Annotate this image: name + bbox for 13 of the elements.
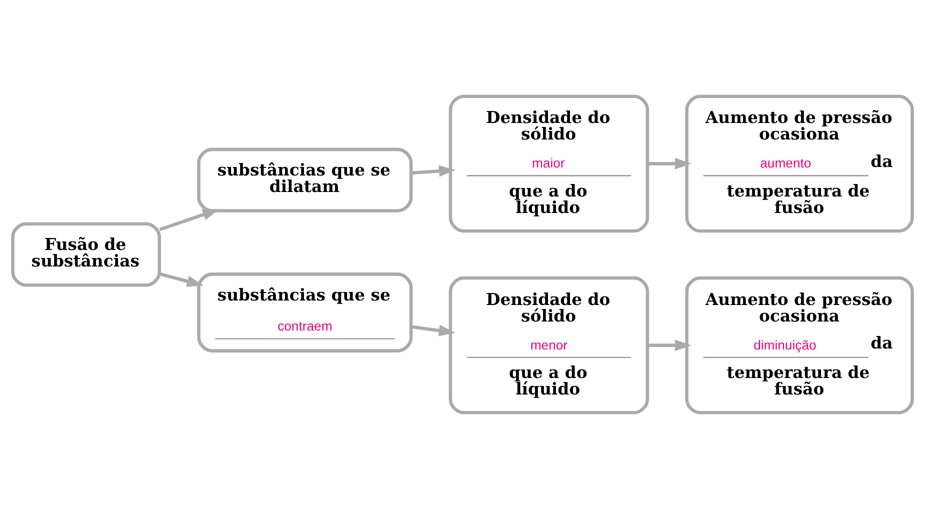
node-box: Fusão de substâncias [11, 222, 162, 287]
node-box: Aumento de pressão ocasiona diminuição da temperatura de fusão [685, 276, 914, 414]
arrow [159, 209, 220, 232]
arrow [411, 324, 456, 336]
node-box: substâncias que se dilatam [197, 148, 413, 212]
node-box: substâncias que se contraem [197, 272, 413, 352]
node-box: Densidade do sólido menor que a do líquido [448, 276, 650, 414]
arrow [648, 340, 692, 352]
arrow [648, 158, 692, 170]
arrow [411, 165, 456, 177]
node-box: Densidade do sólido maior que a do líquido [448, 94, 650, 233]
node-box: Aumento de pressão ocasiona aumento da temperatura de fusão [685, 94, 914, 233]
arrow [159, 272, 204, 287]
